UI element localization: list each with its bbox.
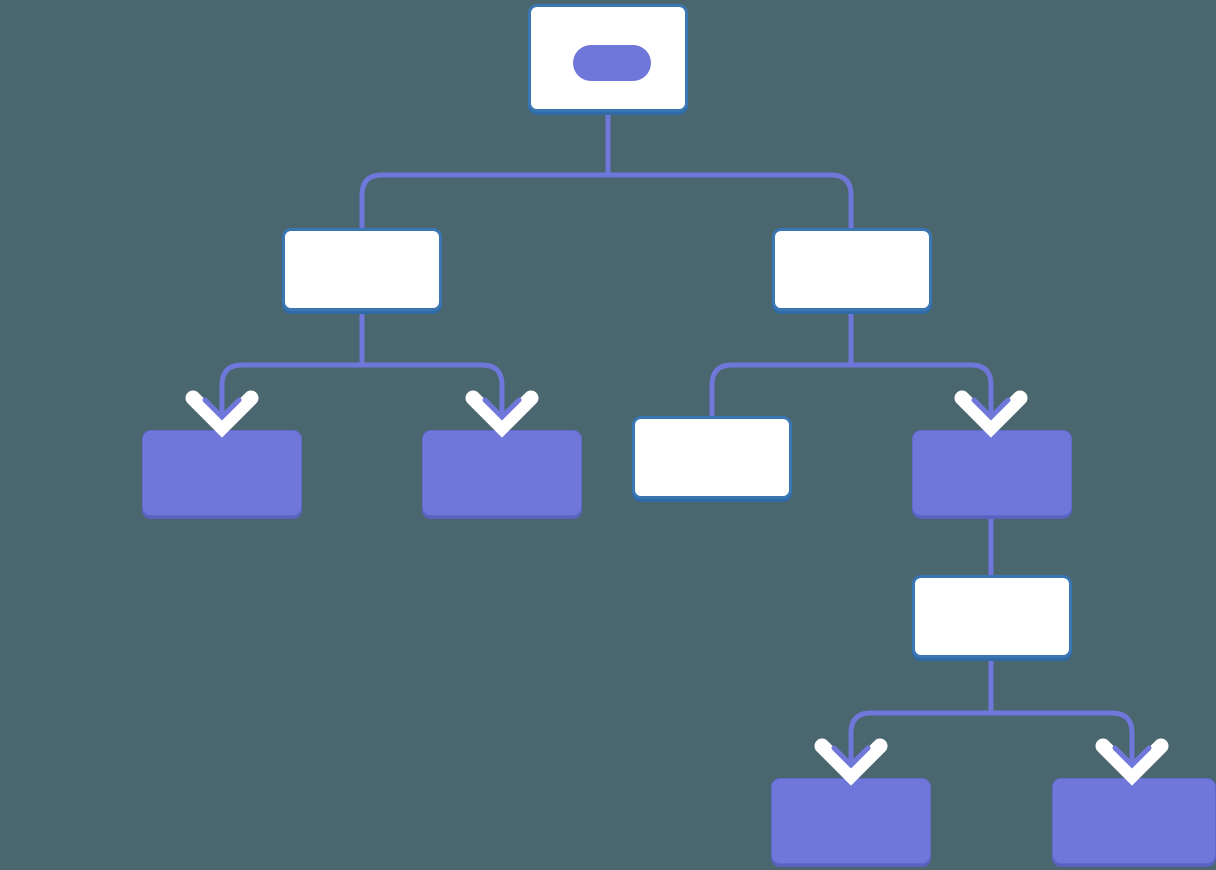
node-n-left-1[interactable] [282, 228, 442, 311]
node-root-pill-badge [573, 45, 651, 81]
node-n-sub-white[interactable] [912, 575, 1072, 658]
node-n-leaf-d[interactable] [1052, 778, 1216, 864]
node-n-leaf-b[interactable] [422, 430, 582, 516]
node-n-mid-white[interactable] [632, 416, 792, 499]
node-n-leaf-c[interactable] [771, 778, 931, 864]
node-n-branch-purple[interactable] [912, 430, 1072, 516]
node-n-leaf-a[interactable] [142, 430, 302, 516]
node-root[interactable] [528, 4, 688, 112]
node-n-right-1[interactable] [772, 228, 932, 311]
